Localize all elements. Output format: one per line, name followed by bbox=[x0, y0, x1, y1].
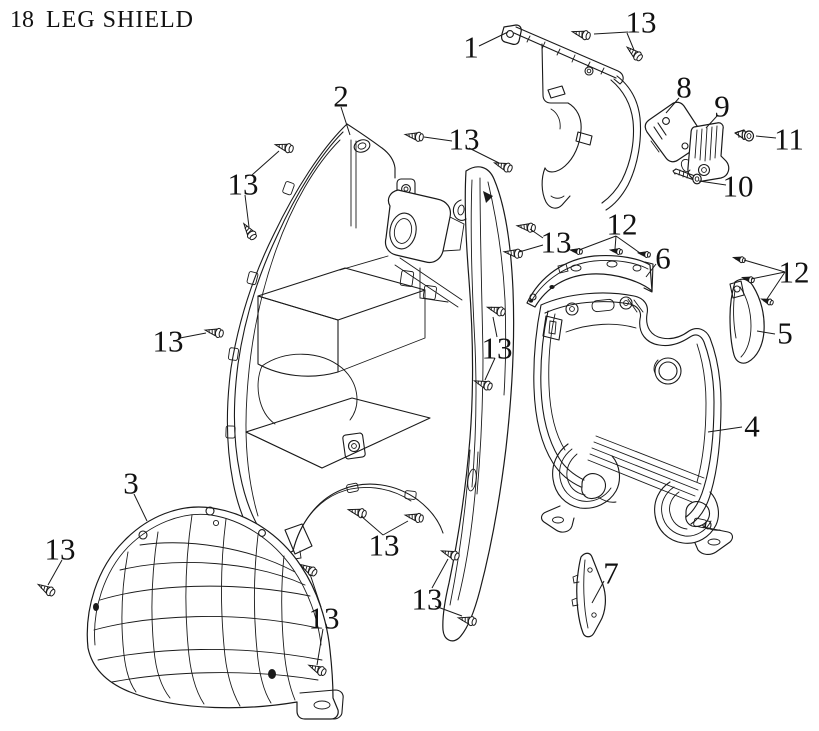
callout-13f: 13 bbox=[482, 331, 513, 366]
callout-1: 1 bbox=[463, 30, 479, 65]
callout-13j: 13 bbox=[309, 601, 340, 636]
callout-13i: 13 bbox=[412, 582, 443, 617]
callout-labels: 1 2 3 4 5 6 7 8 9 10 11 12 12 13 13 13 1… bbox=[45, 5, 810, 636]
callout-13c: 13 bbox=[228, 167, 259, 202]
part-6-arch-trim bbox=[526, 254, 654, 308]
callout-13d: 13 bbox=[153, 324, 184, 359]
callout-13a: 13 bbox=[626, 5, 657, 40]
callout-11: 11 bbox=[774, 122, 804, 157]
part-7-strip bbox=[571, 552, 606, 638]
callout-12a: 12 bbox=[607, 207, 638, 242]
callout-12b: 12 bbox=[779, 255, 810, 290]
part-3-grid-liner bbox=[86, 506, 344, 720]
part-11-screw bbox=[734, 129, 755, 142]
callout-4: 4 bbox=[744, 409, 760, 444]
part-1-handlebar-garnish bbox=[501, 24, 641, 211]
page-title: 18 LEG SHIELD bbox=[10, 7, 194, 33]
part-9-bracket bbox=[680, 122, 730, 182]
callout-7: 7 bbox=[603, 556, 619, 591]
part-5-side-trim bbox=[729, 278, 765, 364]
callout-13g: 13 bbox=[45, 532, 76, 567]
callout-2: 2 bbox=[333, 79, 349, 114]
part-2-front-shield bbox=[225, 123, 515, 642]
callout-10: 10 bbox=[723, 169, 754, 204]
leader-lines bbox=[47, 31, 786, 666]
callout-13b: 13 bbox=[449, 122, 480, 157]
callout-5: 5 bbox=[777, 316, 793, 351]
callout-8: 8 bbox=[676, 70, 692, 105]
figure-name: LEG SHIELD bbox=[46, 7, 194, 33]
callout-3: 3 bbox=[123, 466, 139, 501]
part-4-rear-shield bbox=[533, 292, 733, 555]
figure-number: 18 bbox=[10, 7, 34, 33]
callout-13h: 13 bbox=[369, 528, 400, 563]
callout-9: 9 bbox=[714, 89, 730, 124]
callout-13e: 13 bbox=[541, 225, 572, 260]
callout-6: 6 bbox=[655, 241, 671, 276]
